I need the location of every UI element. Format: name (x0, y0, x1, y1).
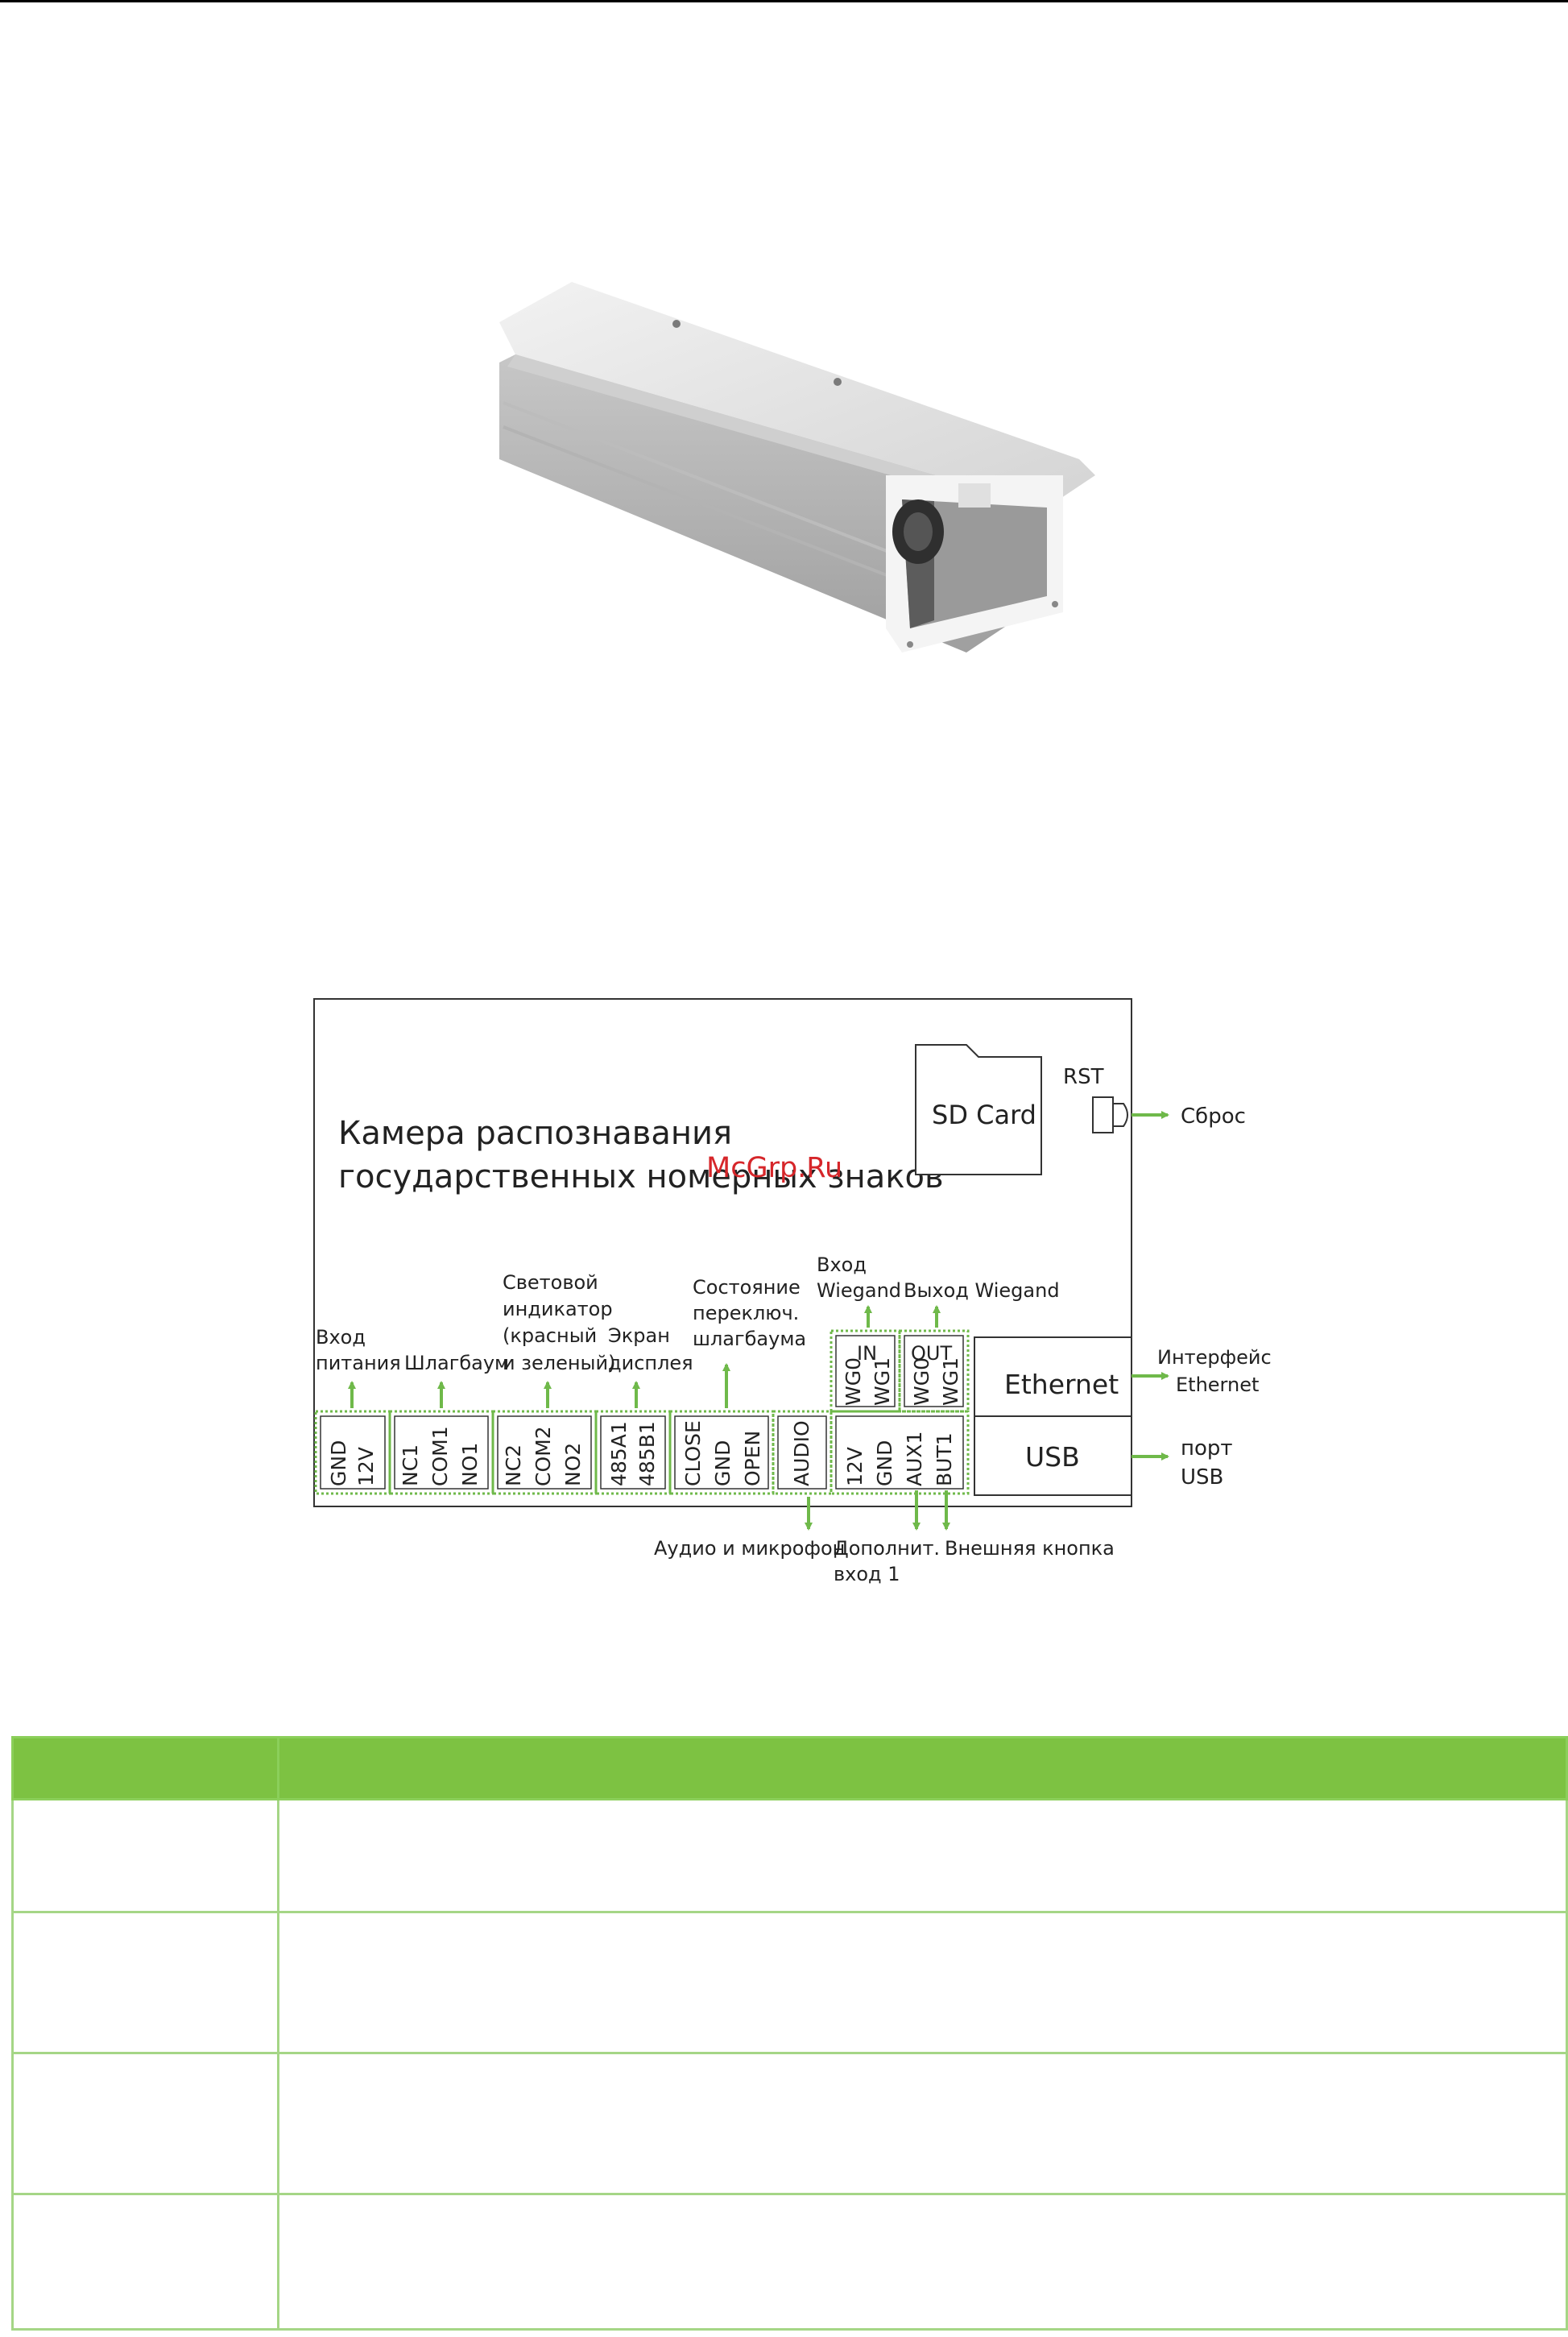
state-label-1: Состояние (693, 1276, 801, 1299)
connection-diagram: Камера распознавания государственных ном… (313, 998, 1272, 1585)
state-label-3: шлагбаума (693, 1328, 806, 1350)
button-label: Внешняя кнопка (945, 1537, 1115, 1560)
pin-no1: NO1 (458, 1443, 482, 1486)
pin-nc1: NC1 (399, 1444, 422, 1486)
barrier-terminal-group (388, 1410, 494, 1495)
display-terminal-group (594, 1410, 672, 1495)
wiegand-in-label-2: Wiegand (817, 1279, 901, 1302)
pin-open: OPEN (741, 1431, 764, 1486)
wiegand-out-label: Выход Wiegand (904, 1279, 1060, 1302)
pin-wg1-out: WG1 (939, 1357, 962, 1406)
top-rule (0, 0, 1568, 2)
table-row (11, 2052, 1568, 2195)
diagram-title-line2: государственных номерных знаков (338, 1158, 944, 1195)
pin-gnd-2: GND (711, 1440, 734, 1486)
camera-housing-image (499, 282, 1095, 653)
pin-audio: AUDIO (790, 1420, 813, 1486)
pin-but1: BUT1 (933, 1432, 956, 1486)
sd-card-label: SD Card (932, 1100, 1036, 1130)
pin-gnd: GND (327, 1440, 350, 1486)
table-cell (277, 1798, 1568, 1913)
pin-485a1: 485A1 (607, 1421, 631, 1486)
pin-12v-2: 12V (843, 1447, 867, 1486)
pin-no2: NO2 (561, 1443, 585, 1486)
pin-com2: COM2 (532, 1426, 555, 1486)
usb-box-label: USB (1025, 1441, 1080, 1473)
rst-button (1092, 1096, 1114, 1133)
light-terminal-group (491, 1410, 598, 1495)
ethernet-label-1: Интерфейс (1157, 1346, 1272, 1369)
pin-12v: 12V (354, 1447, 378, 1486)
usb-label-1: порт (1181, 1436, 1233, 1461)
ethernet-label-2: Ethernet (1176, 1374, 1259, 1396)
diagram-title-line1: Камера распознавания (338, 1115, 732, 1152)
usb-label-2: USB (1181, 1465, 1223, 1490)
audio-label: Аудио и микрофон (654, 1537, 845, 1560)
power-terminal-group (314, 1410, 391, 1495)
light-label-4: и зеленый) (503, 1352, 615, 1374)
pin-gnd-3: GND (873, 1440, 896, 1486)
sd-card-slot (915, 1044, 1042, 1175)
pin-wg0-out: WG0 (910, 1357, 933, 1406)
table-header-row (11, 1736, 1568, 1800)
table-cell (277, 1911, 1568, 2054)
state-label-2: переключ. (693, 1302, 799, 1324)
pin-485b1: 485B1 (635, 1421, 659, 1486)
table-cell (11, 1911, 279, 2054)
power-label-2: питания (316, 1352, 401, 1374)
out-header: OUT (911, 1342, 952, 1365)
table-header-cell (11, 1736, 279, 1800)
watermark: McGrp.Ru (706, 1152, 843, 1184)
table-cell (277, 2193, 1568, 2331)
usb-port (974, 1415, 1132, 1496)
table-cell (11, 2193, 279, 2331)
table-cell (11, 2052, 279, 2195)
wiegand-out-group (898, 1329, 970, 1413)
aux-label-1: Дополнит. (834, 1537, 940, 1560)
table-row (11, 1798, 1568, 1913)
pin-close: CLOSE (681, 1420, 705, 1486)
reset-label: Сброс (1181, 1104, 1246, 1129)
power-label-1: Вход (316, 1326, 366, 1349)
barrier-state-terminal-group (668, 1410, 775, 1495)
pin-wg0-in: WG0 (842, 1357, 865, 1406)
pin-wg1-in: WG1 (871, 1357, 894, 1406)
table-row (11, 1911, 1568, 2054)
table-cell (11, 1798, 279, 1913)
barrier-label: Шлагбаум (404, 1352, 509, 1374)
table-header-cell (277, 1736, 1568, 1800)
ethernet-box-label: Ethernet (1004, 1369, 1119, 1400)
display-label-1: Экран (608, 1324, 670, 1347)
pin-com1: COM1 (428, 1426, 452, 1486)
in-header: IN (857, 1342, 877, 1365)
rst-label: RST (1063, 1065, 1104, 1089)
pin-nc2: NC2 (502, 1444, 525, 1486)
aux-label-2: вход 1 (834, 1563, 900, 1585)
display-label-2: дисплея (608, 1352, 693, 1374)
pin-aux1: AUX1 (903, 1432, 926, 1486)
spec-table (11, 1736, 1568, 2331)
wiegand-in-label-1: Вход (817, 1253, 867, 1276)
light-label-2: индикатор (503, 1298, 613, 1320)
table-cell (277, 2052, 1568, 2195)
light-label-1: Световой (503, 1271, 598, 1294)
table-row (11, 2193, 1568, 2331)
light-label-3: (красный (503, 1324, 597, 1347)
